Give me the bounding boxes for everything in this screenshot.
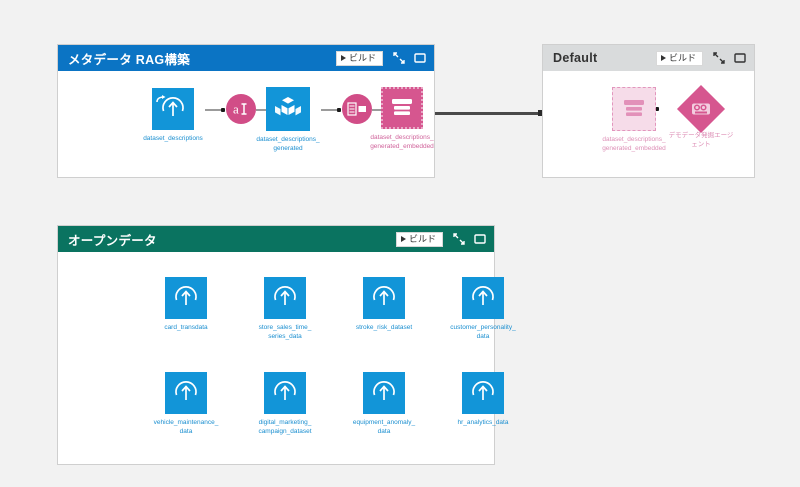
node-vehicle-maintenance-data[interactable]: vehicle_maintenance_ data bbox=[136, 372, 236, 436]
build-button-default[interactable]: ビルド bbox=[655, 50, 703, 66]
node-demo-data-agent[interactable]: デモデータ発掘エージ ェント bbox=[651, 84, 751, 149]
node-label: digital_marketing_ campaign_dataset bbox=[258, 419, 312, 435]
node-label: dataset_descriptions_ generated_embedded bbox=[370, 134, 434, 150]
table-schema-icon bbox=[342, 94, 372, 124]
upload-dataset-icon bbox=[165, 277, 207, 319]
vector-store-icon bbox=[381, 87, 423, 129]
node-dataset-descriptions-generated[interactable]: dataset_descriptions_ generated bbox=[210, 87, 366, 153]
svg-text:a: a bbox=[233, 102, 239, 117]
node-store-sales-time-series-data[interactable]: store_sales_time_ series_data bbox=[235, 277, 335, 341]
upload-dataset-icon bbox=[152, 88, 194, 130]
text-cursor-icon: a bbox=[226, 94, 256, 124]
panel-header-default: Default ビルド bbox=[543, 45, 754, 71]
cube-cluster-icon bbox=[266, 87, 310, 131]
node-label: store_sales_time_ series_data bbox=[258, 324, 312, 340]
maximize-window-icon[interactable] bbox=[734, 52, 746, 64]
build-button-label: ビルド bbox=[348, 52, 376, 63]
upload-circle-icon bbox=[162, 97, 184, 116]
node-card-transdata[interactable]: card_transdata bbox=[136, 277, 236, 333]
panel-body-open-data: card_transdata store_sales_time_ series_… bbox=[58, 252, 516, 464]
node-label: customer_personality_ data bbox=[450, 324, 516, 340]
collapse-arrows-icon[interactable] bbox=[453, 233, 465, 245]
panel-open-data[interactable]: オープンデータ ビルド bbox=[57, 225, 516, 465]
collapse-arrows-icon[interactable] bbox=[393, 52, 405, 64]
arrow-badge-icon bbox=[156, 91, 167, 109]
maximize-window-icon[interactable] bbox=[474, 233, 486, 245]
build-button-label: ビルド bbox=[668, 52, 696, 63]
upload-dataset-icon bbox=[264, 372, 306, 414]
node-digital-marketing-campaign-dataset[interactable]: digital_marketing_ campaign_dataset bbox=[235, 372, 335, 436]
panel-title-default: Default bbox=[553, 51, 598, 65]
upload-dataset-icon bbox=[165, 372, 207, 414]
node-label: hr_analytics_data bbox=[457, 419, 509, 426]
vector-store-icon bbox=[612, 87, 656, 131]
node-label: vehicle_maintenance_ data bbox=[153, 419, 219, 435]
upload-dataset-icon bbox=[264, 277, 306, 319]
node-table-transform[interactable] bbox=[342, 94, 372, 124]
node-stroke-risk-dataset[interactable]: stroke_risk_dataset bbox=[334, 277, 434, 333]
panel-body-metadata-rag: dataset_descriptions a bbox=[58, 71, 434, 177]
node-label: card_transdata bbox=[164, 324, 208, 331]
panel-connector-edge bbox=[434, 112, 542, 115]
upload-dataset-icon bbox=[462, 277, 504, 319]
node-label: dataset_descriptions_ generated_embedded bbox=[602, 136, 666, 152]
play-triangle-icon bbox=[660, 55, 666, 61]
agent-diamond-icon bbox=[676, 84, 726, 134]
upload-dataset-icon bbox=[462, 372, 504, 414]
node-label: デモデータ発掘エージ ェント bbox=[668, 132, 734, 148]
panel-header-open-data: オープンデータ ビルド bbox=[58, 226, 494, 252]
maximize-window-icon[interactable] bbox=[414, 52, 426, 64]
panel-title-open-data: オープンデータ bbox=[68, 233, 157, 248]
panel-title-metadata-rag: メタデータ RAG構築 bbox=[68, 52, 191, 67]
edge-1 bbox=[205, 109, 223, 111]
node-text-transform[interactable]: a bbox=[226, 94, 256, 124]
node-label: stroke_risk_dataset bbox=[355, 324, 413, 331]
upload-dataset-icon bbox=[363, 372, 405, 414]
node-label: dataset_descriptions bbox=[143, 135, 203, 142]
edge-3 bbox=[321, 109, 339, 111]
node-dataset-descriptions-generated-embedded[interactable]: dataset_descriptions_ generated_embedded bbox=[324, 87, 480, 151]
panel-metadata-rag[interactable]: メタデータ RAG構築 ビルド bbox=[57, 44, 435, 178]
node-label: equipment_anomaly_ data bbox=[352, 419, 416, 435]
panel-body-default: dataset_descriptions_ generated_embedded bbox=[543, 71, 754, 177]
panel-header-metadata-rag: メタデータ RAG構築 ビルド bbox=[58, 45, 434, 71]
build-button-metadata-rag[interactable]: ビルド bbox=[335, 50, 383, 66]
node-dataset-embedded-ref[interactable]: dataset_descriptions_ generated_embedded bbox=[579, 87, 689, 153]
node-dataset-descriptions[interactable]: dataset_descriptions bbox=[141, 88, 205, 144]
panel-default[interactable]: Default ビルド bbox=[542, 44, 755, 178]
edge-dot-default-1 bbox=[655, 107, 659, 111]
upload-dataset-icon bbox=[363, 277, 405, 319]
collapse-arrows-icon[interactable] bbox=[713, 52, 725, 64]
node-label: dataset_descriptions_ generated bbox=[256, 136, 320, 152]
node-customer-personality-data[interactable]: customer_personality_ data bbox=[433, 277, 533, 341]
play-triangle-icon bbox=[340, 55, 346, 61]
play-triangle-icon bbox=[400, 236, 406, 242]
node-hr-analytics-data[interactable]: hr_analytics_data bbox=[433, 372, 533, 428]
edge-dot-3 bbox=[337, 107, 341, 112]
node-equipment-anomaly-data[interactable]: equipment_anomaly_ data bbox=[334, 372, 434, 436]
build-button-open-data[interactable]: ビルド bbox=[395, 231, 443, 247]
build-button-label: ビルド bbox=[408, 233, 436, 244]
edge-dot-1 bbox=[221, 107, 225, 112]
panel-connector-arrow bbox=[538, 110, 544, 116]
